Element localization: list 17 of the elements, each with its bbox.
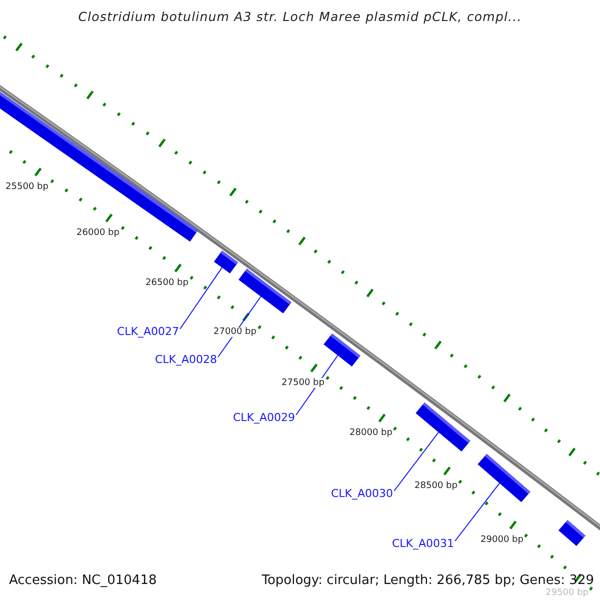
gene-bar [214,250,238,274]
scale-label: 29000 bp [480,535,524,545]
scale-label: 28500 bp [414,481,458,491]
map-title: Clostridium botulinum A3 str. Loch Maree plasmid pCLK, compl... [77,9,523,24]
scale-label: 29500 bp [546,588,588,598]
gene-label: CLK_A0027 [117,325,180,338]
scale-label: 25500 bp [6,182,48,192]
scale-label: 26500 bp [146,278,188,288]
accession-text: Accession: NC_010418 [9,573,157,588]
leader-line [180,267,222,330]
gene-label: CLK_A0031 [392,537,454,550]
gene-label: CLK_A0030 [331,487,394,500]
gene-label: CLK_A0028 [155,353,218,366]
scale-label: 26000 bp [76,228,120,238]
leader-line [394,432,439,492]
gene-label: CLK_A0029 [233,411,296,424]
leader-line [454,482,500,542]
